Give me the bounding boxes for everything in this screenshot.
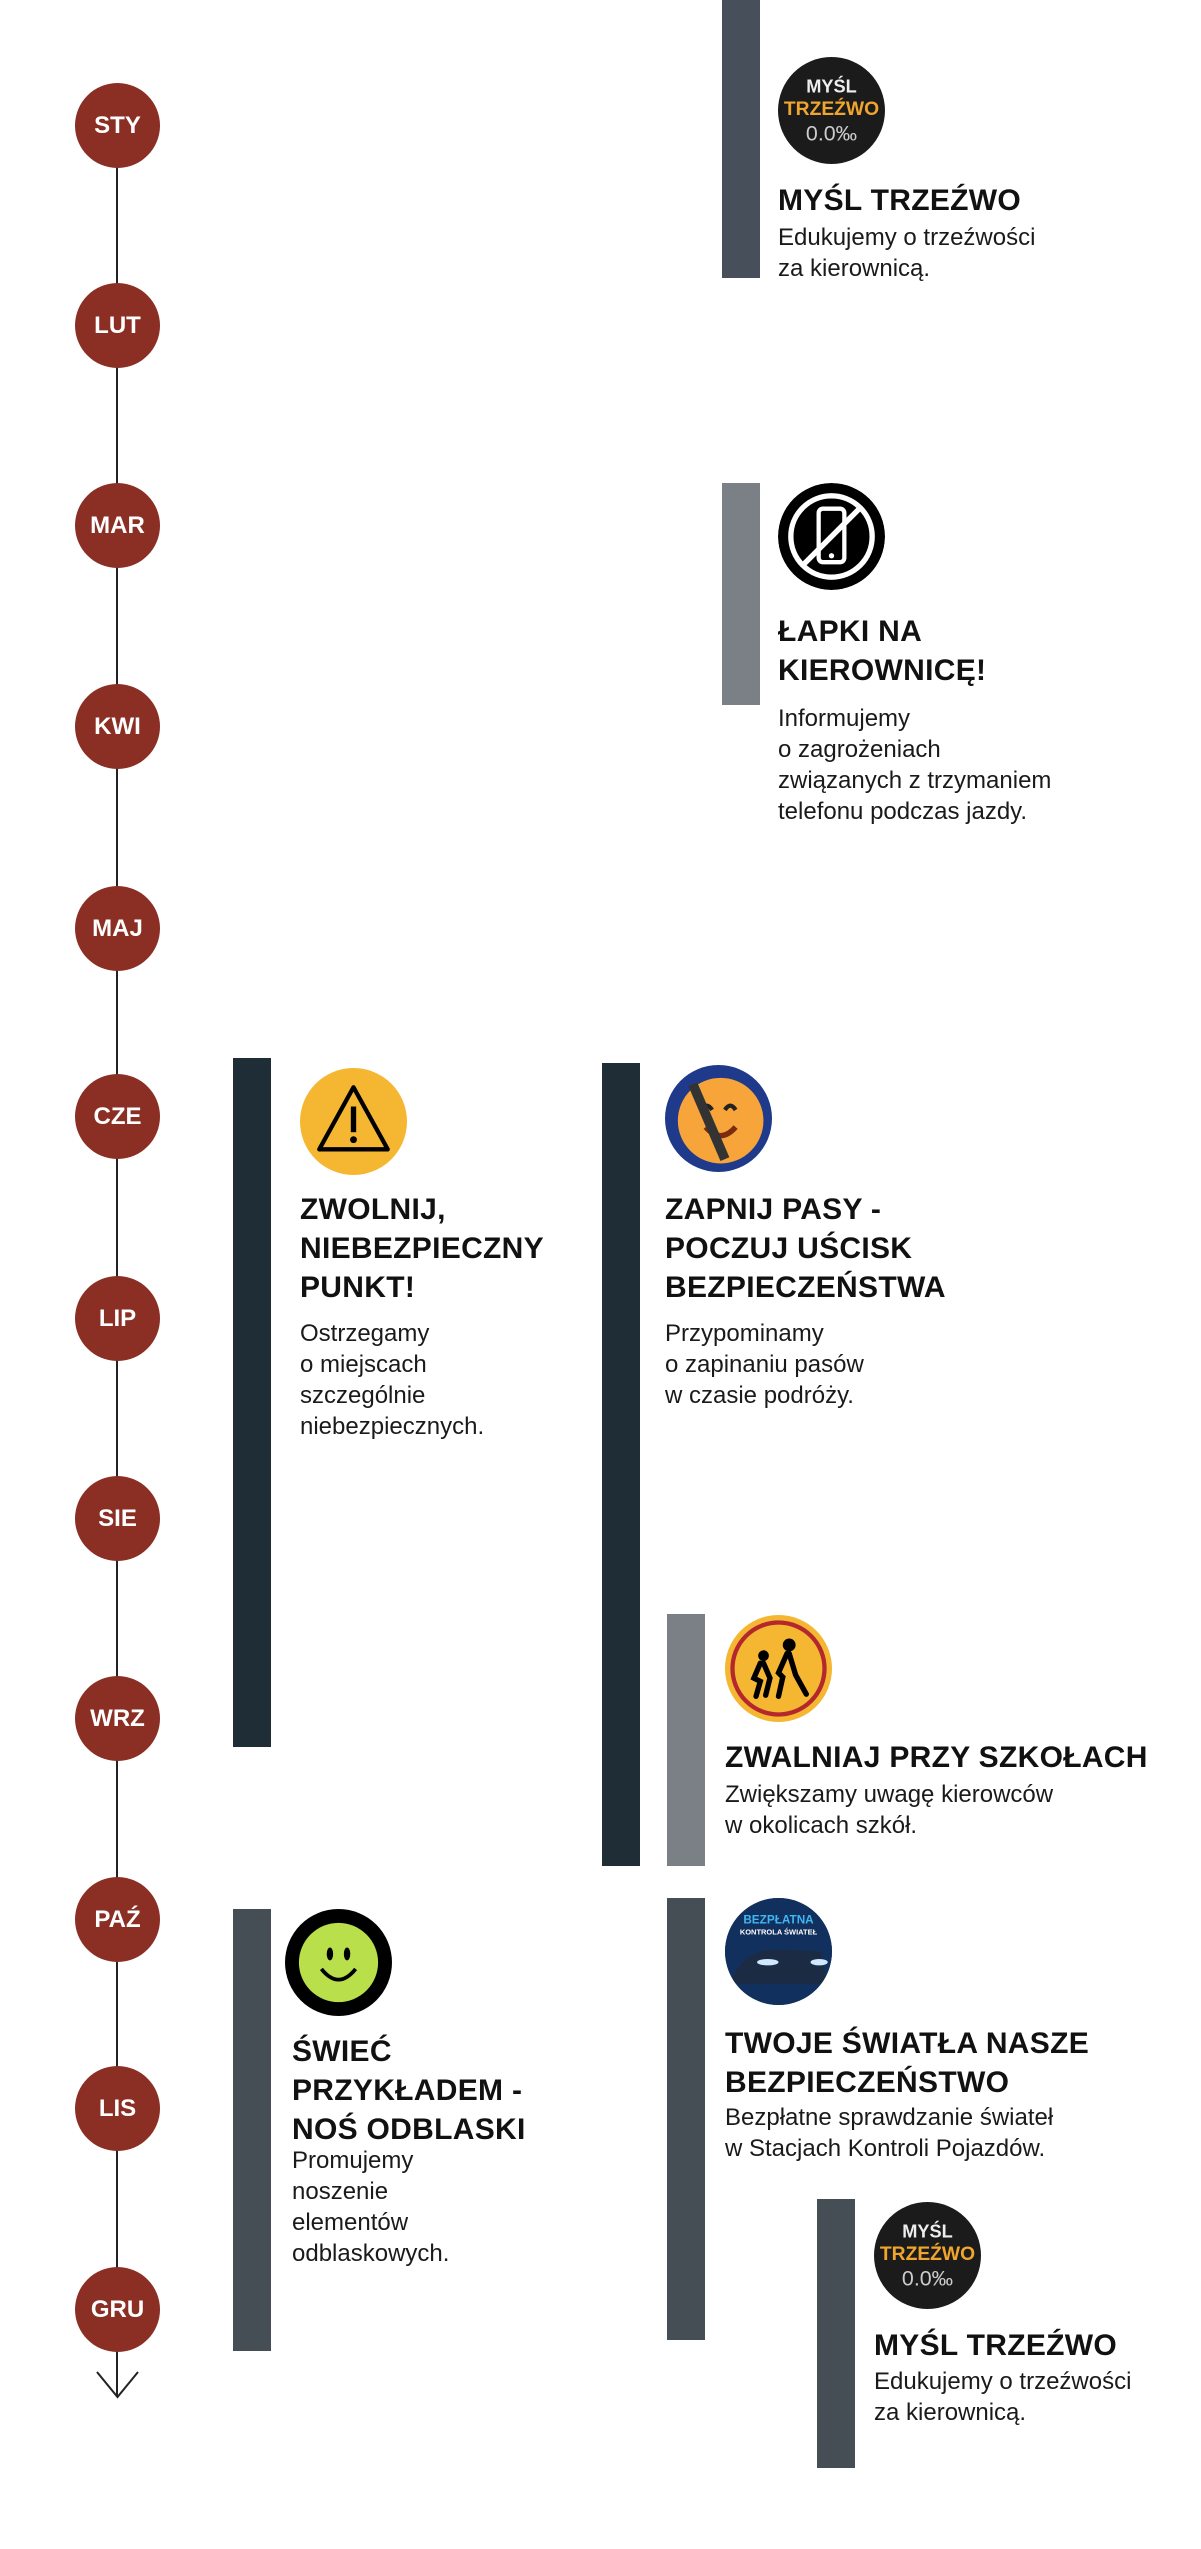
campaign-title: ZWOLNIJ, NIEBEZPIECZNY PUNKT! xyxy=(300,1193,544,1304)
campaign-description: Bezpłatne sprawdzanie świateł w Stacjach… xyxy=(725,2104,1054,2162)
warning-triangle-icon xyxy=(300,1068,407,1175)
month-marker: MAR xyxy=(75,483,160,568)
campaign-description: Edukujemy o trzeźwości za kierownicą. xyxy=(874,2368,1132,2426)
campaign-title: ŚWIEĆ PRZYKŁADEM - NOŚ ODBLASKI xyxy=(292,2035,526,2146)
campaign-title: MYŚL TRZEŹWO xyxy=(778,184,1022,217)
month-marker: WRZ xyxy=(75,1676,160,1761)
campaign-description: Zwiększamy uwagę kierowców w okolicach s… xyxy=(725,1781,1054,1839)
campaign-title: ZAPNIJ PASY - POCZUJ UŚCISK BEZPIECZEŃST… xyxy=(665,1193,946,1304)
month-marker: LUT xyxy=(75,283,160,368)
month-marker: KWI xyxy=(75,684,160,769)
campaign-description: Edukujemy o trzeźwości za kierownicą. xyxy=(778,224,1036,282)
campaign-description: Ostrzegamy o miejscach szczególnie niebe… xyxy=(300,1320,485,1440)
school-children-sign-icon xyxy=(725,1615,832,1722)
svg-text:TRZEŹWO: TRZEŹWO xyxy=(784,98,879,120)
campaign-title: ZWALNIAJ PRZY SZKOŁACH xyxy=(725,1741,1148,1774)
month-marker: SIE xyxy=(75,1476,160,1561)
campaign-duration-bar xyxy=(722,0,760,278)
campaign-description: Informujemy o zagrożeniach związanych z … xyxy=(778,705,1052,825)
campaign-duration-bar xyxy=(602,1063,640,1866)
svg-text:0.0‰: 0.0‰ xyxy=(902,2266,953,2290)
campaign-duration-bar xyxy=(667,1614,705,1866)
campaign-duration-bar xyxy=(817,2199,855,2468)
campaign-description: Przypominamy o zapinaniu pasów w czasie … xyxy=(665,1320,864,1409)
campaign-description: Promujemy noszenie elementów odblaskowyc… xyxy=(292,2147,450,2267)
month-marker: CZE xyxy=(75,1074,160,1159)
campaign-title: ŁAPKI NA KIEROWNICĘ! xyxy=(778,615,987,687)
month-marker: MAJ xyxy=(75,886,160,971)
svg-text:MYŚL: MYŚL xyxy=(902,2220,953,2241)
timeline-arrow-down-icon xyxy=(96,2371,139,2399)
campaign-duration-bar xyxy=(233,1058,271,1747)
month-marker: GRU xyxy=(75,2267,160,2352)
campaign-duration-bar xyxy=(667,1898,705,2340)
month-marker: PAŹ xyxy=(75,1877,160,1962)
timeline-axis xyxy=(116,125,118,2397)
campaign-duration-bar xyxy=(233,1909,271,2351)
no-phone-icon xyxy=(778,483,885,590)
month-marker: LIS xyxy=(75,2066,160,2151)
campaign-title: MYŚL TRZEŹWO xyxy=(874,2329,1118,2362)
svg-text:0.0‰: 0.0‰ xyxy=(806,121,857,145)
month-marker: LIP xyxy=(75,1276,160,1361)
svg-text:MYŚL: MYŚL xyxy=(806,75,857,96)
reflector-smiley-icon xyxy=(285,1909,392,2016)
svg-text:TRZEŹWO: TRZEŹWO xyxy=(880,2243,975,2265)
campaign-title: TWOJE ŚWIATŁA NASZE BEZPIECZEŃSTWO xyxy=(725,2027,1090,2099)
svg-text:KONTROLA ŚWIATEŁ: KONTROLA ŚWIATEŁ xyxy=(740,1927,818,1936)
seatbelt-smiley-icon xyxy=(665,1065,772,1172)
campaign-duration-bar xyxy=(722,483,760,705)
month-marker: STY xyxy=(75,83,160,168)
svg-text:BEZPŁATNA: BEZPŁATNA xyxy=(743,1914,814,1927)
